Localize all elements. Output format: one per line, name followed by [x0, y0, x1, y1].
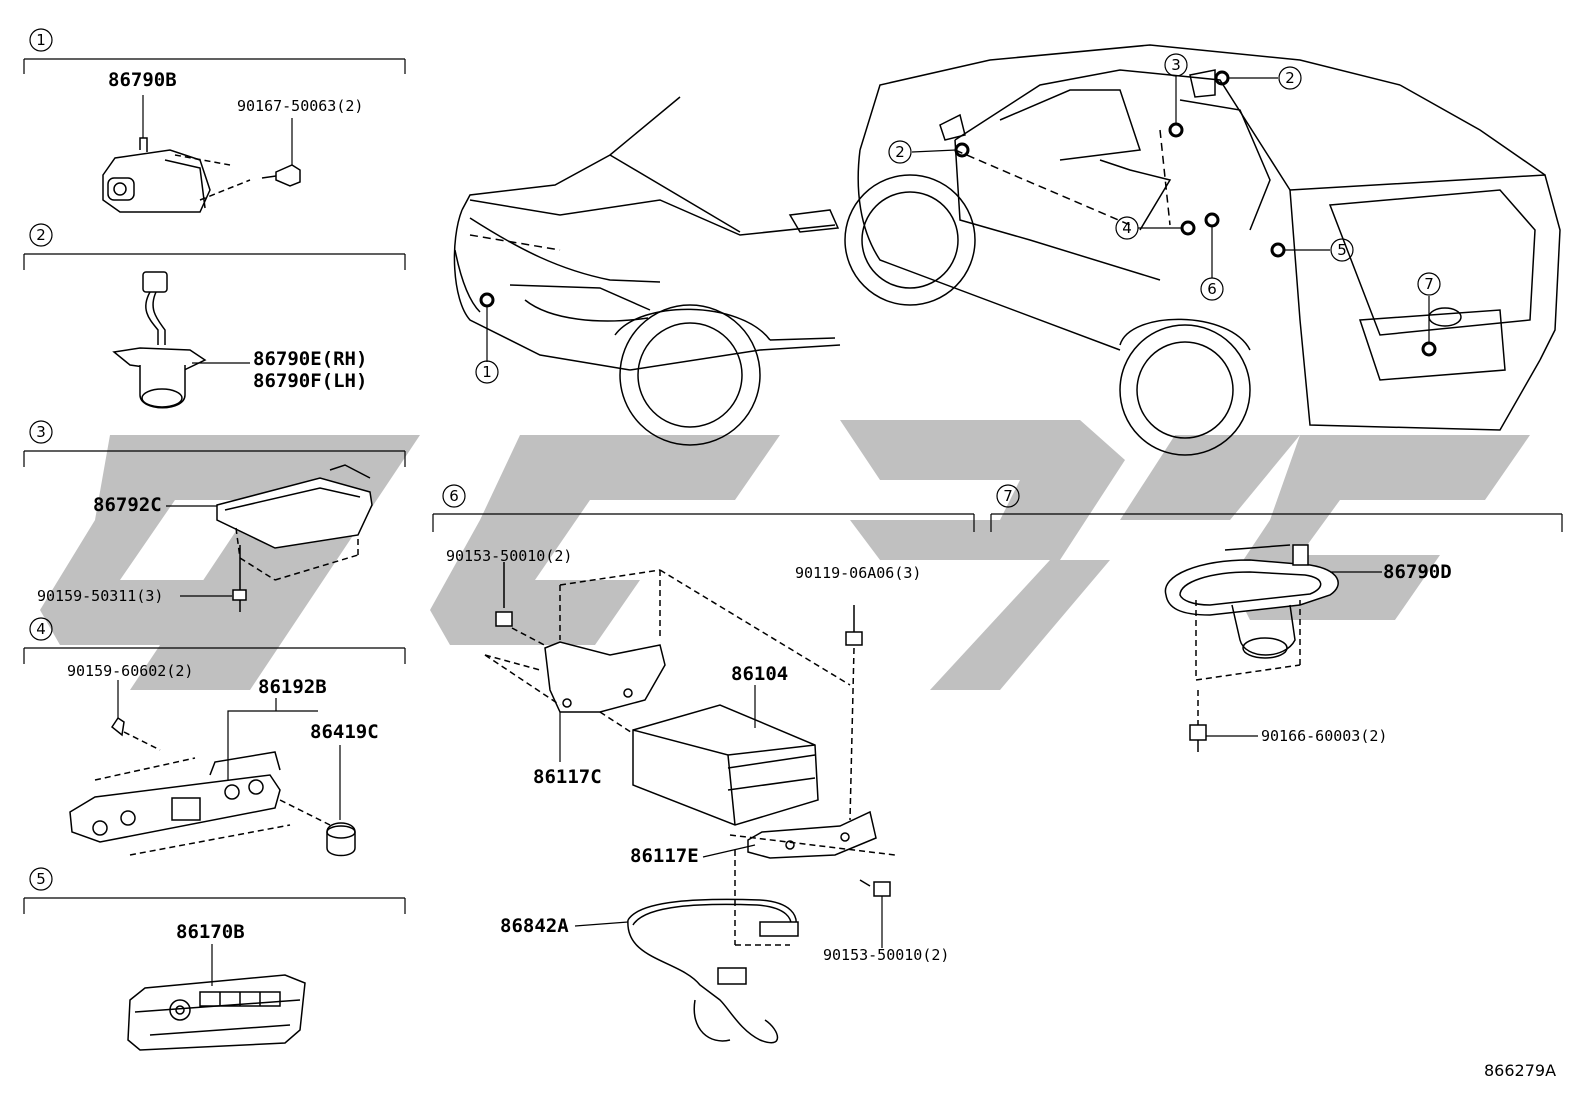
section-number: 3	[36, 423, 46, 441]
part-label-86117c: 86117C	[533, 766, 602, 788]
rear-camera-illustration	[1164, 544, 1339, 752]
section-number: 4	[36, 620, 46, 638]
part-label-90166-60003: 90166-60003(2)	[1261, 727, 1387, 745]
section-4-header	[23, 617, 406, 664]
vehicle-callout-2-front: 2	[895, 143, 905, 161]
diagram-code: 866279A	[1484, 1061, 1556, 1080]
part-label-86790b: 86790B	[108, 69, 177, 91]
vehicle-callout-leaders	[475, 53, 1441, 384]
part-label-86192b: 86192B	[258, 676, 327, 698]
part-label-86790d: 86790D	[1383, 561, 1452, 583]
section-5-header	[23, 867, 406, 914]
part-label-86790f: 86790F(LH)	[253, 370, 367, 392]
vehicle-callout-6: 6	[1207, 280, 1217, 298]
part-label-90159-60602: 90159-60602(2)	[67, 662, 193, 680]
vehicle-callout-1: 1	[482, 363, 492, 381]
vehicle-callout-4: 4	[1122, 219, 1132, 237]
part-label-86790e: 86790E(RH)	[253, 348, 367, 370]
part-label-90153-50010-upper: 90153-50010(2)	[446, 547, 572, 565]
vehicle-callout-5: 5	[1337, 241, 1347, 259]
section-number: 2	[36, 226, 46, 244]
leader-lines-section-6	[559, 685, 883, 948]
vehicle-callout-7: 7	[1424, 275, 1434, 293]
section-2-header	[23, 223, 406, 270]
part-label-90167-50063: 90167-50063(2)	[237, 97, 363, 115]
leader-lines-section-4	[117, 680, 341, 820]
vehicle-callout-2-rear: 2	[1285, 69, 1295, 87]
side-camera-illustration	[112, 271, 207, 409]
section-number: 7	[1003, 487, 1013, 505]
ecu-module-illustration	[216, 464, 373, 612]
remote-controller-illustration	[127, 974, 306, 1051]
part-label-86842a: 86842A	[500, 915, 569, 937]
leader-lines-section-7	[1206, 571, 1382, 737]
receiver-assembly-illustration	[484, 562, 896, 1044]
section-7-header	[990, 484, 1563, 532]
part-label-90153-50010-lower: 90153-50010(2)	[823, 946, 949, 964]
switch-panel-illustration	[69, 716, 356, 857]
part-label-86792c: 86792C	[93, 494, 162, 516]
section-1-header	[23, 28, 406, 74]
vehicle-rear-illustration	[844, 44, 1561, 456]
part-label-86419c: 86419C	[310, 721, 379, 743]
watermark	[40, 420, 1530, 690]
leader-lines-section-3	[166, 505, 232, 597]
part-label-90119-06a06: 90119-06A06(3)	[795, 564, 921, 582]
part-label-86117e: 86117E	[630, 845, 699, 867]
section-number: 5	[36, 870, 46, 888]
section-number: 6	[449, 487, 459, 505]
vehicle-callout-3: 3	[1171, 56, 1181, 74]
vehicle-front-illustration	[453, 96, 841, 446]
section-3-header	[23, 420, 406, 467]
part-label-90159-50311: 90159-50311(3)	[37, 587, 163, 605]
section-number: 1	[36, 31, 46, 49]
section-6-header	[432, 484, 975, 532]
front-camera-illustration	[102, 137, 301, 213]
part-label-86104: 86104	[731, 663, 788, 685]
part-label-86170b: 86170B	[176, 921, 245, 943]
leader-lines-section-1	[142, 95, 293, 165]
